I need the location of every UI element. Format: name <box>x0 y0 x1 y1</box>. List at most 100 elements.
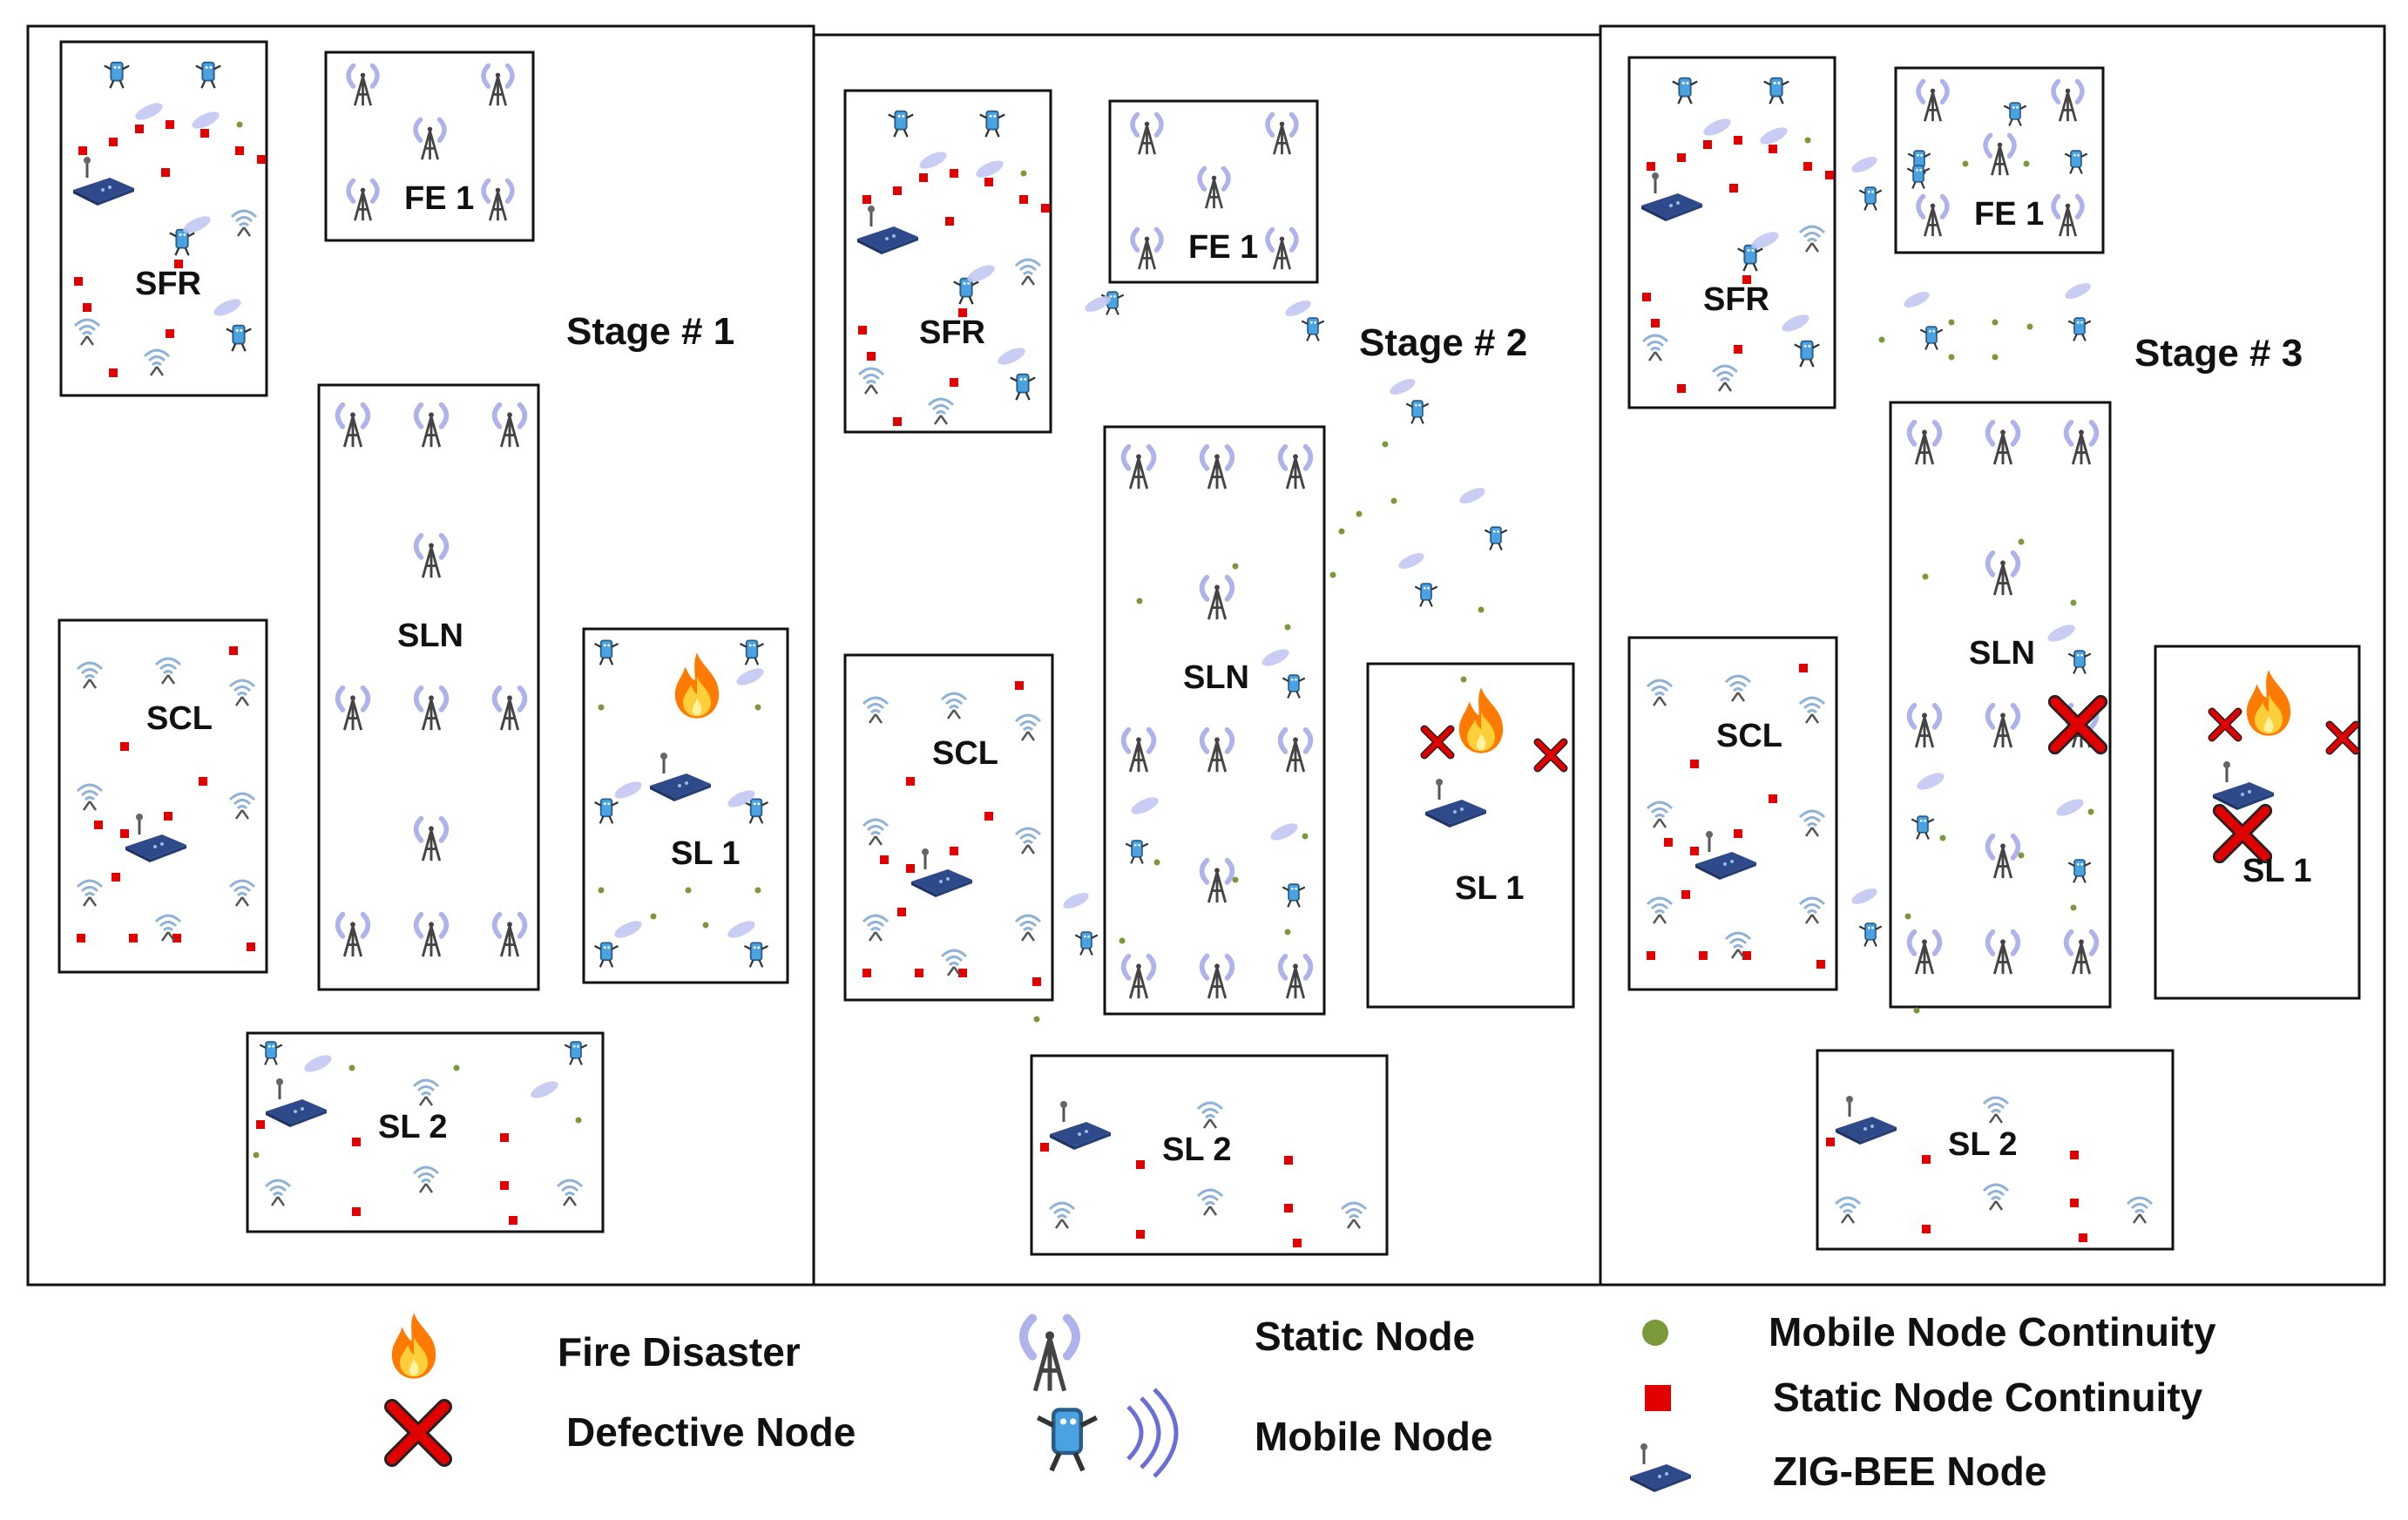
sl1-label: SL 1 <box>2242 853 2312 889</box>
static-continuity-square <box>1922 1155 1931 1164</box>
static-continuity-square <box>958 308 967 317</box>
static-continuity-square <box>906 777 915 786</box>
static-continuity-square <box>1703 140 1712 149</box>
wifi-sensor-icon <box>228 879 256 908</box>
static-continuity-square <box>135 125 144 133</box>
mobile-robot-icon <box>739 639 765 666</box>
mobile-continuity-dot <box>1992 354 1999 361</box>
red-x-icon <box>1424 729 1451 755</box>
antenna-tower-icon <box>484 65 512 105</box>
wifi-sensor-icon <box>76 879 104 908</box>
static-continuity-square <box>915 969 923 977</box>
wifi-sensor-icon <box>1834 1196 1862 1225</box>
legend-static-label: Static Node <box>1255 1314 1475 1359</box>
antenna-tower-icon <box>416 688 447 730</box>
static-continuity-square <box>199 777 207 786</box>
static-continuity-square <box>984 812 993 821</box>
antenna-tower-icon <box>1918 81 1947 121</box>
static-continuity-square <box>2070 1199 2079 1207</box>
wifi-sensor-icon <box>862 696 889 725</box>
static-continuity-square <box>1019 195 1028 204</box>
mobile-robot-icon <box>2067 650 2092 675</box>
mobile-robot-icon <box>1671 77 1699 105</box>
static-continuity-square <box>164 812 172 821</box>
sl2-label: SL 2 <box>1948 1126 2018 1163</box>
sfr-label: SFR <box>919 314 985 351</box>
mobile-continuity-dot <box>453 1064 460 1071</box>
mobile-robot-icon <box>103 61 131 90</box>
wifi-sensor-icon <box>228 679 256 707</box>
antenna-tower-icon <box>495 915 525 956</box>
antenna-tower-icon <box>1281 956 1311 998</box>
wifi-sensor-icon <box>1798 696 1826 725</box>
static-continuity-square <box>352 1207 361 1216</box>
static-continuity-square <box>1729 184 1738 193</box>
antenna-tower-icon <box>338 405 369 447</box>
zigbee-router-icon <box>648 751 713 803</box>
mobile-robot-icon <box>194 61 222 90</box>
wifi-sensor-icon <box>76 661 104 690</box>
signal-wave-icon <box>211 295 244 320</box>
static-continuity-square <box>500 1181 509 1190</box>
mobile-continuity-dot <box>1329 571 1336 578</box>
fe-zone-box <box>324 51 535 242</box>
static-continuity-square <box>958 969 967 977</box>
mobile-robot-icon <box>1484 526 1508 551</box>
red-x-icon <box>1538 742 1564 768</box>
mobile-continuity-dot <box>253 1152 260 1159</box>
mobile-robot-icon <box>168 228 196 257</box>
sln-zone-box <box>1889 401 2112 1009</box>
mobile-continuity-dot <box>2023 160 2030 167</box>
mobile-continuity-dot <box>1804 137 1811 144</box>
wifi-sensor-icon <box>1646 801 1674 829</box>
static-continuity-square <box>1664 838 1673 847</box>
antenna-tower-icon <box>1133 114 1161 154</box>
zigbee-router-icon <box>1834 1094 1898 1146</box>
mobile-robot-icon <box>1009 373 1037 402</box>
wifi-sensor-icon <box>857 367 885 395</box>
static-continuity-square <box>897 908 906 916</box>
static-continuity-square <box>229 646 238 655</box>
mobile-robot-icon <box>1858 186 1883 212</box>
mobile-continuity-dot <box>1878 336 1885 343</box>
static-continuity-square <box>174 260 183 268</box>
static-continuity-square <box>2070 1151 2079 1159</box>
sfr-zone-box <box>1627 56 1836 409</box>
mobile-robot-icon <box>743 798 769 825</box>
wifi-sensor-icon <box>2126 1196 2154 1225</box>
mobile-continuity-dot <box>1020 170 1027 177</box>
static-continuity-square <box>919 173 928 182</box>
static-continuity-square <box>950 169 958 178</box>
mobile-continuity-dot <box>2087 808 2094 815</box>
static-continuity-square <box>1825 171 1834 179</box>
mobile-robot-icon <box>1282 883 1306 909</box>
static-continuity-square <box>1690 760 1699 768</box>
static-continuity-square <box>1799 664 1808 672</box>
mobile-continuity-dot <box>1913 1007 1920 1014</box>
static-continuity-square <box>1681 890 1690 899</box>
wifi-sensor-icon <box>556 1179 584 1207</box>
mobile-continuity-dot <box>1922 573 1929 580</box>
continuity-dots <box>74 120 2094 1247</box>
signal-wave-icon <box>1849 153 1880 176</box>
static-continuity-square <box>1651 319 1660 328</box>
static-continuity-square <box>1922 1225 1931 1233</box>
static-continuity-square <box>1690 847 1699 855</box>
antenna-tower-icon <box>495 688 525 730</box>
wifi-sensor-icon <box>1196 1188 1224 1217</box>
legend-defective-label: Defective Node <box>566 1409 856 1455</box>
wifi-sensor-icon <box>1641 334 1669 362</box>
mobile-robot-icon <box>1911 815 1935 841</box>
fe-zone-box <box>1108 99 1319 284</box>
signal-wave-icon <box>973 157 1006 181</box>
fire-icon <box>674 652 720 719</box>
wifi-sensor-icon <box>862 818 889 847</box>
stage-panels <box>26 24 2386 1287</box>
mobile-continuity-dot <box>685 887 692 894</box>
signal-wave-icon <box>734 665 767 689</box>
signal-wave-icon <box>1396 550 1427 572</box>
legend: Fire Disaster Defective Node Static Node… <box>392 1309 2216 1494</box>
mobile-robot-icon <box>1858 922 1883 948</box>
wifi-sensor-icon <box>76 783 104 812</box>
